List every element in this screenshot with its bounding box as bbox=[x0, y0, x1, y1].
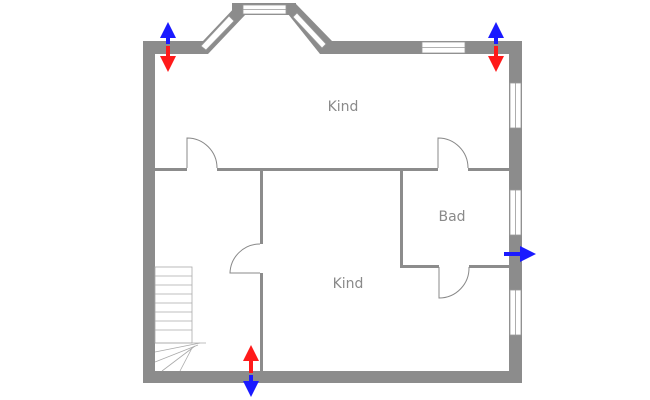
windows bbox=[200, 4, 522, 336]
room-label-bad: Bad bbox=[438, 209, 466, 225]
door-kind-lower bbox=[229, 243, 261, 274]
room-label-kind-upper: Kind bbox=[327, 99, 359, 115]
doors bbox=[186, 137, 470, 299]
door-bad bbox=[438, 266, 470, 299]
ventilation-arrows bbox=[160, 22, 536, 397]
door-kind-upper-right bbox=[437, 137, 469, 169]
outer-walls bbox=[143, 3, 522, 383]
interior-walls bbox=[155, 168, 509, 371]
door-kind-upper-left bbox=[186, 137, 218, 169]
staircase bbox=[154, 266, 206, 372]
room-label-kind-lower: Kind bbox=[332, 276, 364, 292]
